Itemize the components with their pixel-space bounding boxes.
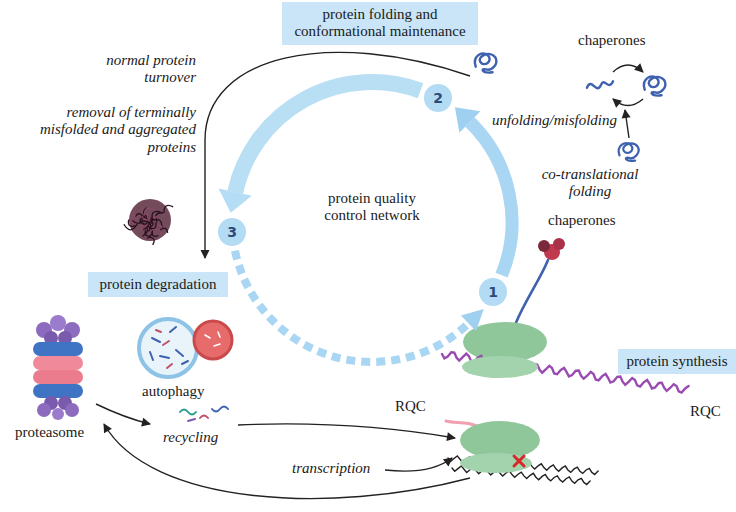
illustration-part (65, 403, 79, 417)
stage-title: protein folding and conformational maint… (289, 6, 471, 41)
part-label: chaperones (578, 32, 645, 49)
part-label: RQC (690, 403, 721, 420)
folded-protein (475, 53, 496, 72)
illustration-part (139, 319, 197, 377)
illustration-part (463, 322, 547, 362)
cycle-arrow (235, 251, 469, 362)
chaperone-arrow (613, 65, 643, 72)
illustration-part (152, 211, 160, 220)
illustration-part (538, 240, 550, 252)
step-number: 3 (218, 218, 246, 246)
ribosome (446, 421, 598, 485)
illustration-part (33, 370, 83, 384)
stage-box: protein folding and conformational maint… (282, 2, 478, 45)
proteasome-arrow (96, 404, 150, 424)
callout-number: 1 (488, 285, 498, 299)
illustration-part (514, 456, 524, 466)
turnover-arrow (205, 52, 470, 258)
recycling-arrow (238, 424, 455, 438)
illustration-part (205, 332, 220, 346)
illustration-part (150, 327, 188, 364)
process-note: recycling (163, 429, 218, 446)
recycled-fragments (180, 407, 228, 422)
illustration-part (136, 214, 143, 217)
step-number: 2 (424, 84, 452, 112)
unfolded-protein (587, 81, 613, 88)
process-note: unfolding/misfolding (492, 112, 617, 129)
illustration-part (553, 238, 565, 250)
illustration-part (164, 205, 173, 213)
rqc-arrow (104, 424, 470, 499)
illustration-part (37, 403, 51, 417)
illustration-part (156, 330, 172, 368)
cycle-arrow (470, 122, 512, 275)
process-note: removal of terminally misfolded and aggr… (14, 104, 196, 156)
illustration-part (33, 356, 83, 370)
illustration-part (50, 315, 66, 331)
aggregate (124, 199, 173, 245)
stage-title: protein degradation (95, 276, 221, 293)
callout-number: 2 (433, 91, 443, 105)
stage-box: protein synthesis (618, 349, 736, 374)
part-label: RQC (395, 398, 426, 415)
cycle-arrow (235, 82, 420, 192)
illustration-part (515, 260, 548, 325)
illustration-part (143, 221, 151, 232)
illustration-part (129, 199, 171, 241)
stage-title: protein synthesis (625, 353, 729, 370)
illustration-part (148, 237, 154, 245)
folded-protein (619, 143, 639, 161)
illustration-part (200, 416, 208, 419)
illustration-part (124, 224, 137, 230)
illustration-part (132, 207, 142, 216)
illustration-part (152, 231, 158, 236)
folded-protein (644, 76, 665, 95)
misfolding-arrow (625, 110, 629, 138)
illustration-part (194, 321, 232, 359)
process-note: transcription (292, 460, 370, 477)
part-label: autophagy (142, 383, 204, 400)
illustration-part (143, 216, 149, 220)
step-number: 1 (479, 278, 507, 306)
illustration-part (33, 342, 83, 356)
illustration-part (212, 407, 228, 412)
illustration-part (460, 453, 532, 473)
part-label: proteasome (15, 424, 84, 441)
stage-box: protein degradation (88, 272, 228, 297)
illustration-part (462, 356, 538, 378)
illustration-part (188, 419, 195, 421)
proteasome-symbol (33, 315, 83, 420)
center-title: protein quality control network (317, 190, 427, 225)
process-note: normal protein turnover (88, 52, 196, 87)
chaperone-arrow (613, 99, 643, 106)
transcription-arrow (385, 458, 452, 471)
autophagy-symbol (139, 319, 232, 377)
process-note: co-translational folding (528, 166, 652, 201)
illustration-part (180, 410, 196, 415)
illustration-part (52, 408, 64, 420)
callout-number: 3 (227, 225, 237, 239)
illustration-part (160, 228, 168, 233)
part-label: chaperones (548, 212, 615, 229)
illustration-part (33, 384, 83, 398)
